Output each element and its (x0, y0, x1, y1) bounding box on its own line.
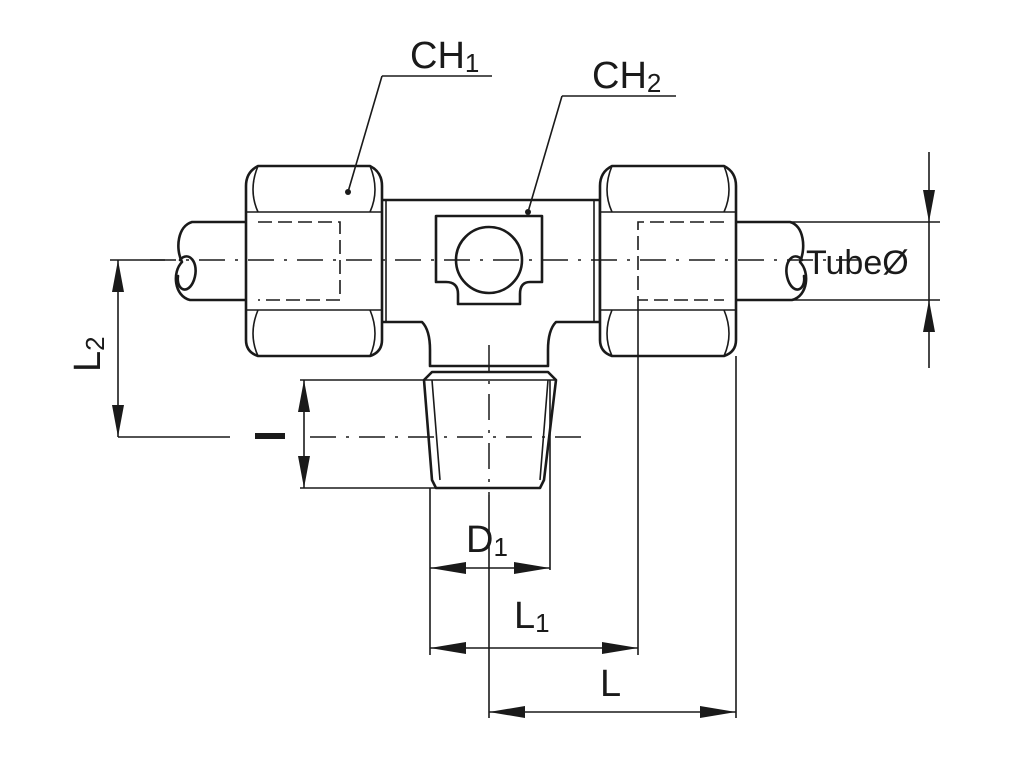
center-lines (150, 259, 860, 495)
tube-diameter-label: TubeØ (806, 244, 909, 282)
l2-dash-mark (255, 433, 285, 439)
d1-label: D1 (466, 519, 508, 562)
l1-label: L1 (514, 595, 550, 638)
right-tube (736, 220, 808, 302)
l2-label: L2 (67, 336, 110, 372)
thread-length-dimension (298, 379, 436, 489)
leaders (345, 75, 676, 215)
l1-dimension (430, 300, 639, 655)
l-dimension (488, 356, 737, 718)
right-nut (598, 164, 738, 358)
threaded-stem (422, 370, 558, 490)
tube-diameter-dimension (736, 152, 940, 368)
ch2-leader-dot (525, 209, 531, 215)
l-label: L (600, 663, 621, 705)
left-nut (244, 164, 384, 358)
l2-dimension (110, 259, 285, 439)
ch1-label: CH1 (410, 35, 479, 78)
d1-dimension (429, 380, 551, 655)
tee-body (378, 198, 602, 368)
left-tube (174, 220, 246, 302)
ch2-label: CH2 (592, 55, 661, 98)
ch1-leader-dot (345, 189, 351, 195)
